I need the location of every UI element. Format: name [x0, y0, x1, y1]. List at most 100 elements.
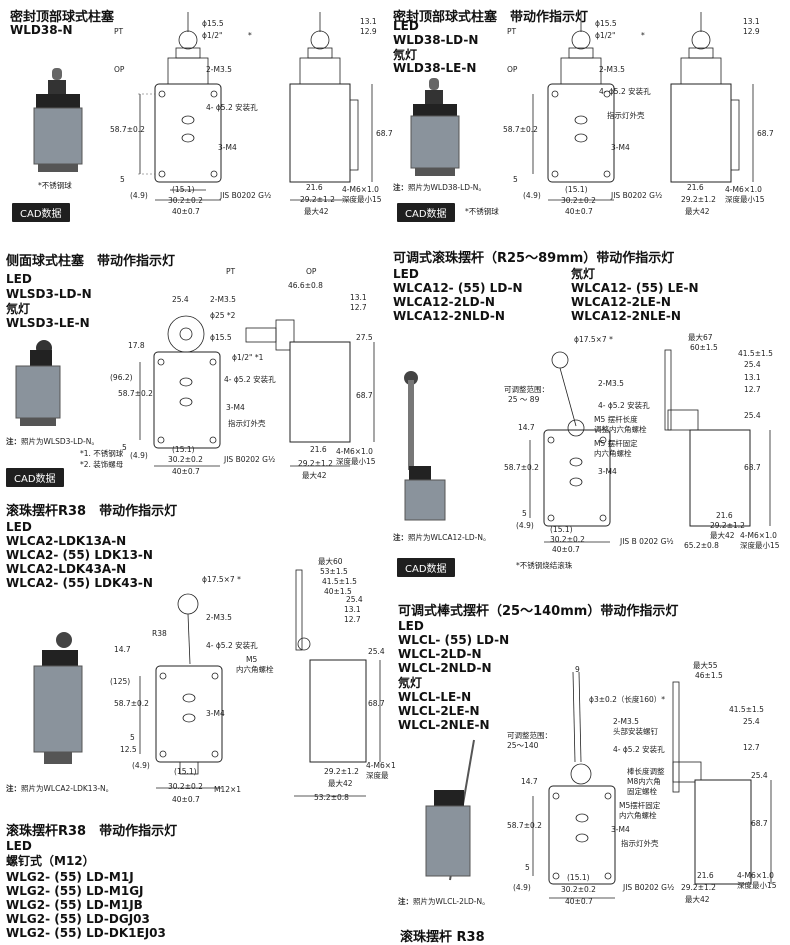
s6-dim: 最大42: [685, 894, 710, 904]
s4-dim: 13.1: [744, 373, 761, 382]
s3-dim: 58.7±0.2: [118, 389, 153, 398]
s2-title: 密封顶部球式柱塞 带动作指示灯: [393, 10, 589, 25]
s6-photo-note: 照片为WLCL-2LD-N。: [413, 897, 490, 906]
s2-dim: 4-M6×1.0: [725, 185, 762, 194]
s4-dim: 2-M3.5: [598, 379, 624, 388]
s3-note-1: *1. 不锈钢球: [80, 449, 124, 458]
s3-dim: 12.7: [350, 303, 367, 312]
s4-dim: 内六角螺栓: [594, 448, 632, 458]
s6-front-view: [532, 671, 616, 899]
s4-dim: 调整内六角螺栓: [594, 424, 647, 434]
s5-dim: 最大42: [328, 778, 353, 788]
s5-dim: ϕ17.5×7 *: [202, 575, 241, 584]
s4-dim: 5: [522, 509, 527, 518]
s2-dim: 30.2±0.2: [561, 196, 596, 205]
s6-dim: 29.2±1.2: [681, 883, 716, 892]
s4-led-model: WLCA12-2NLD-N: [393, 309, 505, 323]
s4-title: 可调式滚珠摆杆（R25～89mm）带动作指示灯: [393, 251, 675, 266]
s3-photo-note-label: 注：: [6, 437, 21, 446]
s4-dim: M5 摆杆长度: [594, 414, 638, 424]
s2-dim: *: [641, 31, 645, 40]
s4-dim: 25.4: [744, 360, 761, 369]
s8-title: 滚珠摆杆 R38: [400, 930, 485, 945]
s5-dim: 4- ϕ5.2 安装孔: [206, 640, 258, 650]
s3-dim: ϕ1/2" *1: [232, 353, 264, 362]
s3-neon-model: WLSD3-LE-N: [6, 316, 90, 330]
s6-led-model: WLCL-2LD-N: [398, 647, 482, 661]
s2-dim-op: OP: [507, 65, 518, 74]
s3-dim: 13.1: [350, 293, 367, 302]
s4-dim: 4- ϕ5.2 安装孔: [598, 400, 650, 410]
s6-title: 可调式棒式摆杆（25～140mm）带动作指示灯: [398, 604, 679, 619]
s5-dim: 53.2±0.8: [314, 793, 349, 802]
s5-dim: 25.4: [368, 647, 385, 656]
s4-led-model: WLCA12- (55) LD-N: [393, 281, 523, 295]
s6-dim: 可调整范围：: [507, 730, 552, 740]
s2-dim: (15.1): [565, 185, 588, 194]
s2-dim: JIS B0202 G½: [610, 191, 662, 200]
s6-dim: (4.9): [513, 883, 531, 892]
s4-dim: JIS B 0202 G½: [619, 537, 674, 546]
s2-dim: 40±0.7: [565, 207, 593, 216]
s3-title: 侧面球式柱塞 带动作指示灯: [6, 254, 176, 269]
s5-drawing: ϕ17.5×7 * R38 2-M3.5 4- ϕ5.2 安装孔 14.7 (1…: [110, 556, 396, 804]
s4-led-model: WLCA12-2LD-N: [393, 295, 495, 309]
s4-dim: 14.7: [518, 423, 535, 432]
s6-dim: (15.1): [567, 873, 590, 882]
s7-model: WLG2- (55) LD-M1J: [6, 870, 134, 884]
s5-dim: 内六角螺栓: [236, 664, 274, 674]
s2-photo-note: 照片为WLD38-LD-N。: [408, 183, 486, 192]
s2-dim: 13.1: [743, 17, 760, 26]
s5-led: LED: [6, 520, 32, 534]
s1-dim: 13.1: [360, 17, 377, 26]
s2-dim: 深度最小15: [725, 194, 765, 204]
s4-cad-button[interactable]: CAD数据: [397, 558, 455, 577]
s1-cad-button[interactable]: CAD数据: [12, 203, 70, 222]
s4-dim: 30.2±0.2: [550, 535, 585, 544]
s2-neon: 氖灯: [393, 48, 418, 62]
s3-dim: (4.9): [130, 451, 148, 460]
s4-neon-model: WLCA12-2NLE-N: [571, 309, 681, 323]
s2-dim: 68.7: [757, 129, 774, 138]
s4-dim: 12.7: [744, 385, 761, 394]
s5-dim: (15.1): [174, 767, 197, 776]
s7-model: WLG2- (55) LD-M1GJ: [6, 884, 144, 898]
s5-dim: 深度最: [366, 770, 389, 780]
s3-cad-button[interactable]: CAD数据: [6, 468, 64, 487]
s2-dim: 29.2±1.2: [681, 195, 716, 204]
s1-dim: 深度最小15: [342, 194, 382, 204]
s6-dim: 25.4: [751, 771, 768, 780]
s6-dim: 25.4: [743, 717, 760, 726]
s4-photo-note: 照片为WLCA12-LD-N。: [408, 533, 491, 542]
s5-dim: R38: [152, 629, 167, 638]
s6-neon-model: WLCL-2NLE-N: [398, 718, 490, 732]
s6-dim: 深度最小15: [737, 880, 777, 890]
s7-model: WLG2- (55) LD-DK1EJ03: [6, 926, 166, 940]
s1-dim-op: OP: [114, 65, 125, 74]
s5-dim: 29.2±1.2: [324, 767, 359, 776]
s3-led: LED: [6, 272, 32, 286]
s1-dim: (15.1): [172, 185, 195, 194]
s4-led: LED: [393, 267, 419, 281]
s1-title: 密封顶部球式柱塞: [10, 10, 115, 25]
s5-dim: 30.2±0.2: [168, 782, 203, 791]
s2-dim: (4.9): [523, 191, 541, 200]
s6-dim: 68.7: [751, 819, 768, 828]
s1-dim: (4.9): [130, 191, 148, 200]
s2-drawing: PT OP ϕ15.5 ϕ1/2" * 2-M3.5 4- ϕ5.2 安装孔 5…: [503, 12, 774, 216]
s5-dim: 最大60: [318, 556, 343, 566]
s3-dim: 46.6±0.8: [288, 281, 323, 290]
s3-dim-pt: PT: [226, 267, 236, 276]
s3-dim: (15.1): [172, 445, 195, 454]
s1-note: *不锈钢球: [38, 181, 72, 190]
s5-dim: 13.1: [344, 605, 361, 614]
s3-dim: ϕ15.5: [210, 333, 232, 342]
s4-side-view: [664, 349, 771, 527]
s2-cad-button[interactable]: CAD数据: [397, 203, 455, 222]
s5-dim: 40±0.7: [172, 795, 200, 804]
s3-neon: 氖灯: [6, 302, 31, 316]
s4-photo-note-label: 注：: [393, 533, 408, 542]
s5-dim: M12×1: [214, 785, 241, 794]
s4-dim: (4.9): [516, 521, 534, 530]
s1-dim: 29.2±1.2: [300, 195, 335, 204]
